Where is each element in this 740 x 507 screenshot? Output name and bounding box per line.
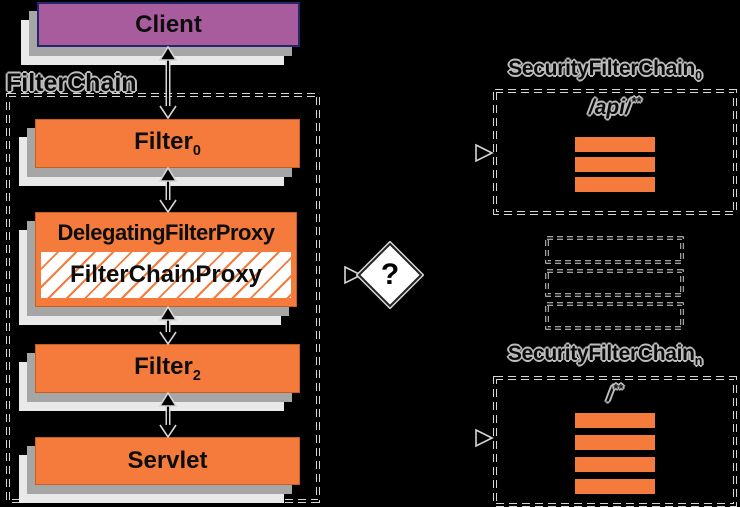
- sfcn-title-base: SecurityFilterChain: [507, 342, 695, 365]
- security-filter-chain-n-title: SecurityFilterChainn: [480, 342, 730, 368]
- ellipsis-chain-box: [545, 302, 684, 330]
- decision-diamond: [356, 241, 424, 309]
- servlet-box: Servlet: [35, 437, 300, 485]
- filter0-label: Filter0: [134, 128, 201, 159]
- security-filter-chain-0-filters: [575, 137, 655, 192]
- security-filter-chain-n-pattern: /**: [493, 381, 737, 407]
- sfcn-pattern-sup: **: [612, 381, 623, 396]
- decision-label: ?: [380, 258, 400, 291]
- to-chain0-arrowhead-icon: [475, 143, 494, 163]
- arrowhead-down-icon: [159, 424, 177, 438]
- sfc0-pattern-base: /api/: [588, 96, 631, 119]
- arrowhead-up-icon: [158, 46, 178, 61]
- ellipsis-chain-stack: [545, 236, 684, 330]
- delegating-filter-proxy-box: DelegatingFilterProxy FilterChainProxy: [35, 212, 297, 307]
- filter-chain-proxy-box: FilterChainProxy: [41, 252, 291, 298]
- filter2-label-base: Filter: [134, 353, 193, 381]
- filter-bar: [575, 435, 655, 450]
- filter0-label-base: Filter: [134, 128, 193, 156]
- security-filter-chain-n-filters: [575, 413, 655, 494]
- client-filter0-arrow: [158, 46, 178, 120]
- filter2-label-sub: 2: [192, 367, 201, 384]
- dfp-filter2-arrow: [158, 306, 178, 345]
- sfcn-pattern-base: /: [607, 383, 613, 406]
- arrowhead-up-icon: [158, 306, 178, 321]
- filter-bar: [575, 479, 655, 494]
- filter-bar: [575, 177, 655, 192]
- security-filter-chain-n-dashed-border: [493, 376, 737, 507]
- filter-bar: [575, 137, 655, 152]
- security-filter-chain-0-pattern: /api/**: [493, 94, 737, 120]
- sfcn-title-sub: n: [694, 354, 703, 369]
- to-decision-arrowhead-icon: [344, 265, 363, 285]
- ellipsis-chain-box: [545, 269, 684, 297]
- filter-chain-dashed-border: [6, 93, 320, 503]
- filter-bar: [575, 413, 655, 428]
- sfc0-title-base: SecurityFilterChain: [508, 57, 696, 80]
- sfc0-pattern-sup: **: [630, 94, 642, 109]
- arrowhead-down-icon: [159, 199, 177, 213]
- filter2-box: Filter2: [35, 344, 300, 393]
- to-chainn-arrowhead-icon: [475, 428, 494, 448]
- arrowhead-up-icon: [158, 392, 178, 407]
- servlet-label: Servlet: [127, 447, 208, 474]
- filter0-label-sub: 0: [192, 142, 201, 159]
- sfc0-title-sub: 0: [695, 69, 702, 84]
- filter0-dfp-arrow: [158, 167, 178, 213]
- security-filter-chain-0-dashed-border: [493, 89, 737, 215]
- filter2-label: Filter2: [134, 353, 201, 384]
- filter-chain-proxy-label: FilterChainProxy: [69, 261, 263, 288]
- client-box: Client: [37, 2, 300, 47]
- arrowhead-down-icon: [159, 331, 177, 345]
- security-filter-chain-0-title: SecurityFilterChain0: [480, 57, 730, 83]
- filter0-box: Filter0: [35, 119, 300, 168]
- arrowhead-up-icon: [158, 167, 178, 182]
- filter-chain-title: FilterChain: [6, 69, 137, 97]
- ellipsis-chain-box: [545, 236, 684, 264]
- arrowhead-down-icon: [159, 105, 177, 120]
- filter2-servlet-arrow: [158, 392, 178, 438]
- delegating-filter-proxy-label: DelegatingFilterProxy: [57, 219, 275, 245]
- client-label: Client: [135, 10, 202, 38]
- filter-bar: [575, 457, 655, 472]
- filter-bar: [575, 157, 655, 172]
